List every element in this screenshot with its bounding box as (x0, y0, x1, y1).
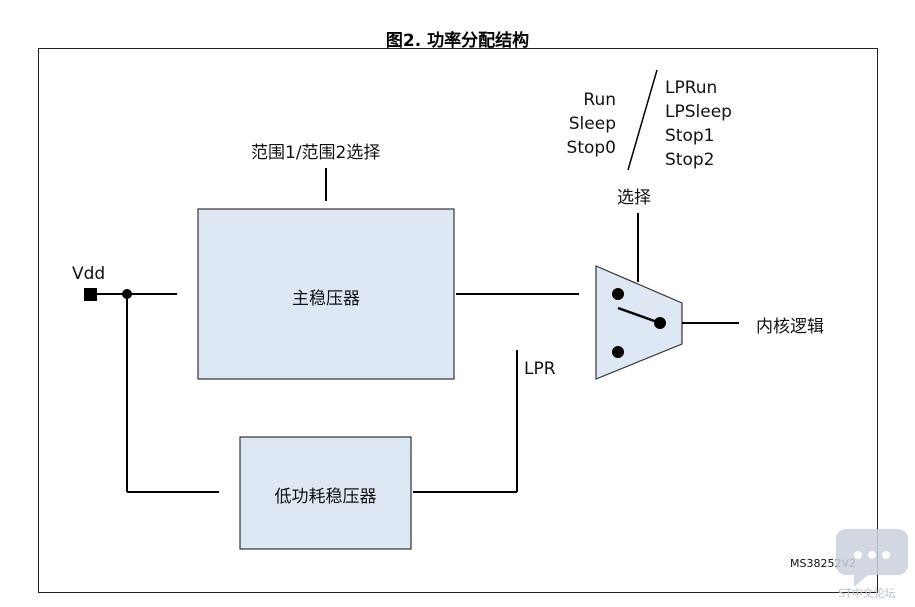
modes-left-list: Run Sleep Stop0 (560, 88, 616, 160)
chat-bubble-icon (836, 529, 908, 587)
figure-title: 图2. 功率分配结构 (385, 31, 530, 51)
low-power-regulator-label: 低功耗稳压器 (274, 487, 377, 507)
mode-stop1: Stop1 (665, 126, 715, 146)
mode-run: Run (583, 90, 616, 110)
lpr-label: LPR (524, 359, 556, 379)
core-logic-label: 内核逻辑 (756, 317, 824, 337)
mode-stop0: Stop0 (566, 138, 616, 158)
main-regulator-label: 主稳压器 (292, 289, 360, 309)
range-select-label: 范围1/范围2选择 (251, 143, 381, 163)
mode-lprun: LPRun (665, 78, 718, 98)
mux-input-dot-top (612, 288, 624, 300)
mode-stop2: Stop2 (665, 150, 715, 170)
mode-sleep: Sleep (568, 114, 616, 134)
modes-right-list: LPRun LPSleep Stop1 Stop2 (665, 76, 732, 172)
select-label: 选择 (617, 188, 651, 208)
mux-switch-arm (617, 306, 661, 325)
mode-selector-mux (595, 265, 683, 380)
mode-divider-slash (627, 69, 658, 171)
mux-input-dot-bottom (612, 346, 624, 358)
watermark-text: ST中文论坛 (838, 587, 896, 600)
main-regulator-box (197, 208, 455, 380)
mode-lpsleep: LPSleep (665, 102, 732, 122)
vdd-label: Vdd (72, 264, 106, 284)
low-power-regulator-box (239, 436, 412, 550)
vdd-terminal (84, 288, 97, 301)
diagram-frame (38, 48, 878, 593)
